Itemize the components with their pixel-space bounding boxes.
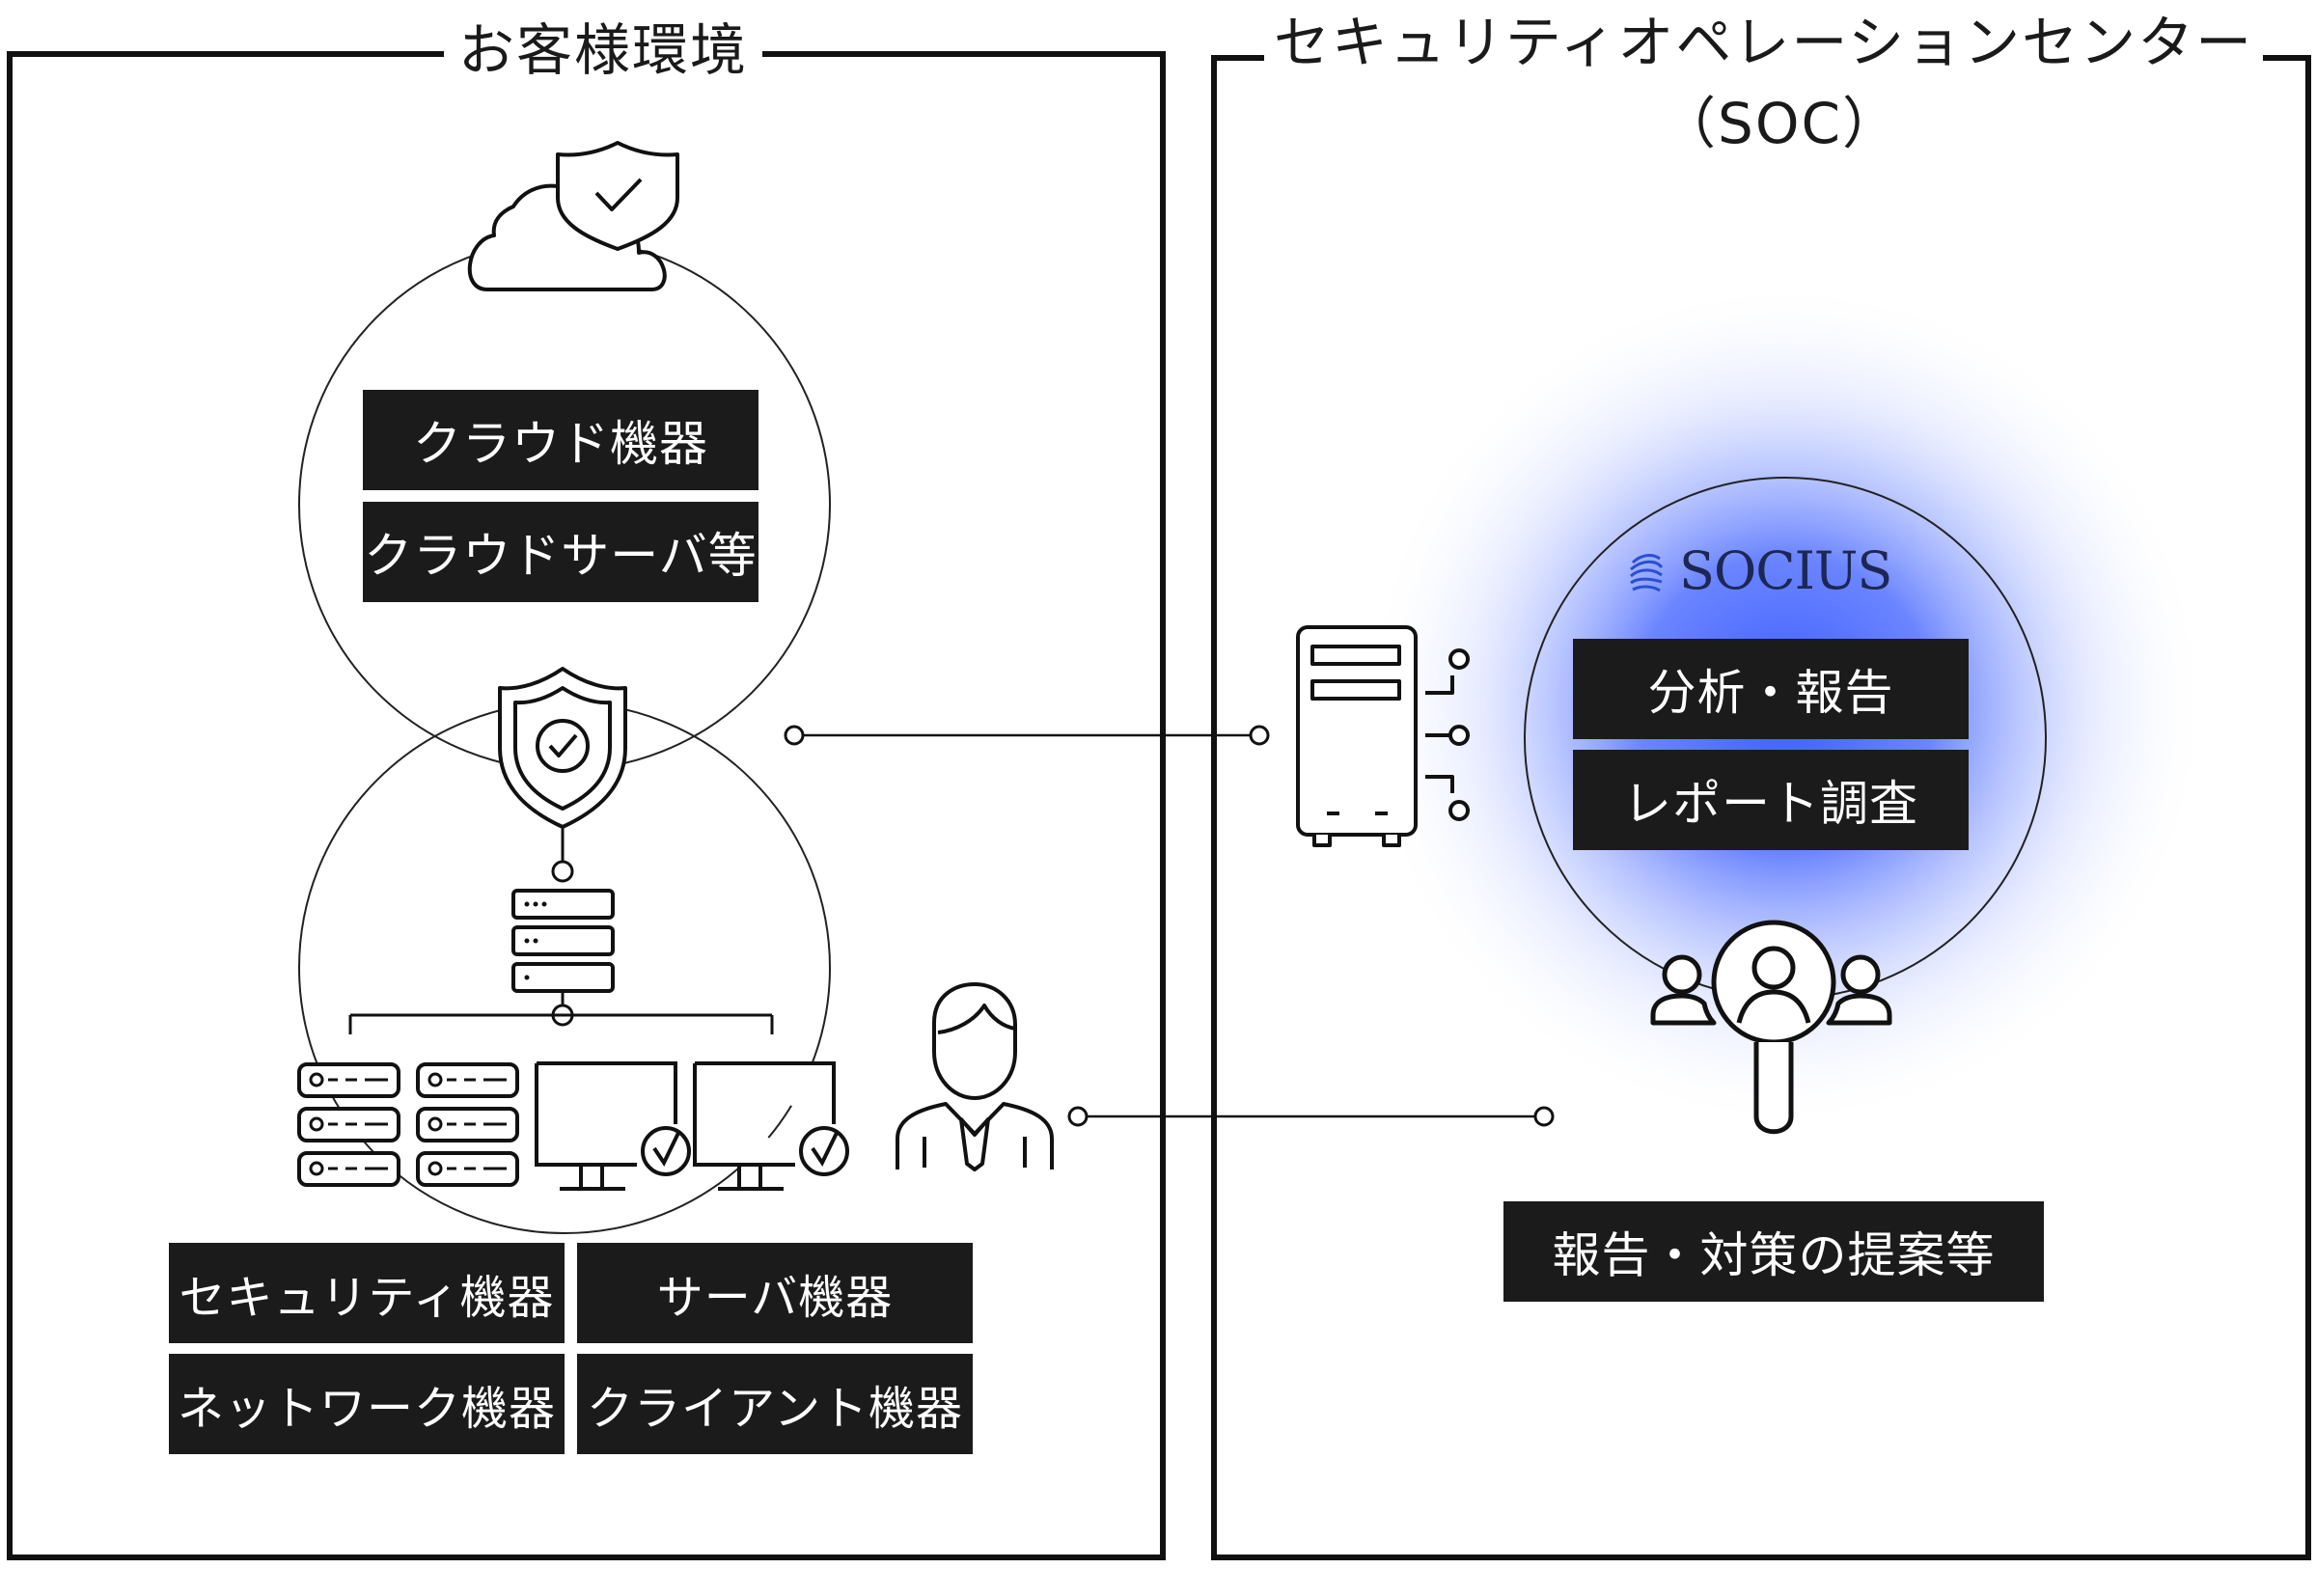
team-magnifier-icon	[1650, 920, 1892, 1135]
soc-title: セキュリティオペレーションセンター	[1264, 8, 2263, 81]
cloud-shield-icon	[467, 141, 679, 291]
monitor-check-icon	[535, 1061, 691, 1191]
customer-environment-title: お客様環境	[444, 15, 762, 93]
monitor-check-icon	[693, 1061, 849, 1191]
server-rack-icon	[416, 1062, 519, 1187]
socius-logo-icon	[1629, 554, 1664, 592]
server-stack-icon	[511, 889, 615, 993]
server-rack-icon	[297, 1062, 400, 1187]
security-device-label: セキュリティ機器	[169, 1243, 565, 1343]
node-dot	[1249, 725, 1270, 746]
client-device-label: クライアント機器	[577, 1354, 973, 1454]
report-investigation-label: レポート調査	[1573, 750, 1969, 850]
analysis-report-label: 分析・報告	[1573, 639, 1969, 739]
cloud-device-label: クラウド機器	[363, 390, 758, 490]
node-dot	[1533, 1106, 1555, 1127]
cloud-server-label: クラウドサーバ等	[363, 502, 758, 602]
node-dot	[784, 725, 805, 746]
server-device-label: サーバ機器	[577, 1243, 973, 1343]
network-bus	[348, 1013, 774, 1034]
socius-brand: SOCIUS	[1629, 537, 1909, 604]
socius-brand-text: SOCIUS	[1679, 539, 1892, 601]
proposal-label: 報告・対策の提案等	[1503, 1201, 2044, 1302]
network-device-label: ネットワーク機器	[169, 1354, 565, 1454]
node-dot	[551, 860, 574, 883]
soc-server-icon	[1296, 625, 1470, 847]
soc-title-abbr: （SOC）	[1660, 91, 1900, 156]
node-dot	[1067, 1106, 1089, 1127]
shield-check-icon	[498, 667, 627, 829]
person-icon	[896, 982, 1054, 1171]
